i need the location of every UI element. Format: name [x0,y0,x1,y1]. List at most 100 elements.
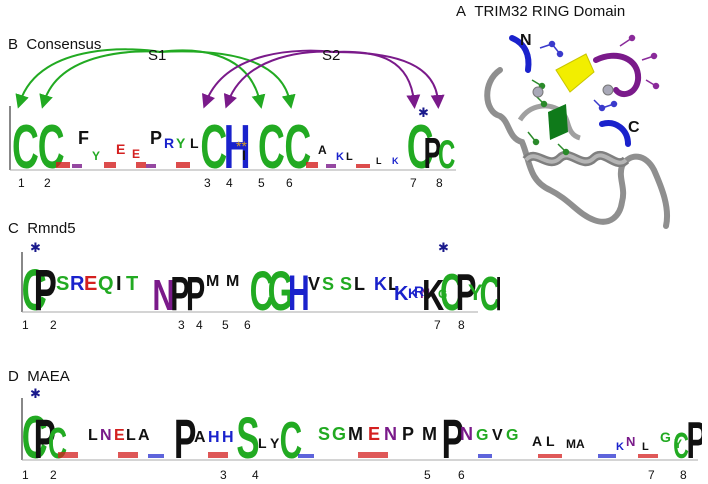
svg-text:P: P [402,424,414,444]
svg-text:A: A [318,143,327,157]
svg-text:G: G [660,429,671,445]
svg-text:N: N [420,285,430,301]
svg-text:A: A [532,433,542,449]
svg-text:Y: Y [270,435,280,451]
rmnd5-c-site3: C [250,259,274,316]
svg-text:L: L [346,151,353,163]
svg-text:L: L [388,274,399,294]
svg-text:R: R [414,283,424,299]
maea-g-site6: G [506,427,518,444]
svg-text:K: K [422,272,445,316]
svg-text:Y: Y [468,280,483,305]
maea-site-4: 4 [252,468,259,482]
svg-text:M: M [206,273,219,290]
svg-text:G: G [476,427,488,444]
blue-segment-c [599,120,631,147]
star-rmnd5-site1: ✱ [30,240,41,255]
svg-text:H: H [208,429,220,446]
blue-sidechains [539,40,618,112]
svg-text:P: P [442,407,464,464]
rmnd5-logo-tail: K R K C P Y C P [394,264,500,316]
svg-text:K: K [616,441,624,453]
svg-text:P: P [495,268,500,316]
consensus-site-7: 7 [410,176,417,190]
consensus-site-2: 2 [44,176,51,190]
rmnd5-n: N [152,272,174,316]
svg-text:T: T [126,273,138,295]
purple-segment [593,52,642,98]
rmnd5-h-site4: H [288,265,310,316]
svg-text:E: E [114,427,125,444]
svg-text:Q: Q [98,273,114,295]
consensus-site-8: 8 [436,176,443,190]
panel-d-label: D MAEA [8,368,70,385]
rmnd5-site-6: 6 [244,318,251,332]
rmnd5-p: P [34,259,57,316]
svg-text:E: E [84,273,97,295]
purple-sidechains [619,34,660,90]
svg-text:G: G [268,259,294,316]
rmnd5-c-site8: C [480,268,500,316]
svg-text:K: K [336,151,344,163]
svg-text:L: L [354,274,365,294]
maea-site-5: 5 [424,468,431,482]
logo-c-site7: C [407,112,434,174]
svg-text:E: E [368,424,380,444]
yellow-stars: ** [236,138,247,154]
logo-f: F [78,128,89,148]
svg-text:Y: Y [674,437,682,451]
rmnd5-site-2: 2 [50,318,57,332]
maea-site-7: 7 [648,468,655,482]
svg-text:R: R [164,135,174,151]
rmnd5-site-5: 5 [222,318,229,332]
consensus-filler [56,162,370,168]
svg-text:L: L [258,435,267,451]
svg-text:P: P [150,128,162,148]
svg-text:M: M [422,424,437,444]
svg-text:N: N [100,427,112,444]
svg-text:L: L [88,427,98,444]
pairing-arcs: S1 S2 [15,47,445,109]
rmnd5-site-3: 3 [178,318,185,332]
consensus-site-6: 6 [286,176,293,190]
maea-site-3: 3 [220,468,227,482]
svg-text:M: M [348,424,363,444]
maea-site-2: 2 [50,468,57,482]
svg-text:V: V [308,274,320,294]
yellow-strand [555,53,595,93]
maea-site-8: 8 [680,468,687,482]
svg-text:I: I [242,147,246,163]
maea-logo: C P C L N E L A P A H H S L Y C S G M E … [21,398,702,464]
svg-text:I: I [116,273,122,295]
svg-text:N: N [626,434,635,449]
star-consensus-site7: ✱ [418,105,429,120]
panel-c-label: C Rmnd5 [8,220,76,237]
svg-text:MA: MA [566,437,585,451]
ring-domain-structure: N C [484,32,670,229]
panel-b-label: B Consensus [8,36,102,53]
svg-text:L: L [376,156,382,166]
blue-segment-n [509,35,532,73]
svg-text:Y: Y [176,135,186,151]
svg-text:K: K [408,285,418,301]
maea-filler [58,452,658,458]
panel-a-label: A TRIM32 RING Domain [456,3,626,20]
maea-site-6: 6 [458,468,465,482]
svg-text:G: G [332,424,346,444]
consensus-site-3: 3 [204,176,211,190]
svg-text:V: V [492,427,503,444]
logo-h-site4: H [224,112,251,174]
svg-text:A: A [194,429,206,446]
svg-text:S: S [340,274,352,294]
svg-text:K: K [374,274,387,294]
svg-text:P: P [456,264,477,316]
svg-text:K: K [394,283,409,305]
svg-text:M: M [226,273,239,290]
svg-text:K: K [392,156,399,166]
logo-p-site7: P [424,128,442,174]
rmnd5-logo: C P S R E Q I T N P P M M C G H V S S L … [21,252,478,316]
logo-c-site3: C [200,112,227,174]
rmnd5-site-4: 4 [196,318,203,332]
s2-label: S2 [322,47,340,64]
maea-c-site1: C [22,405,48,464]
